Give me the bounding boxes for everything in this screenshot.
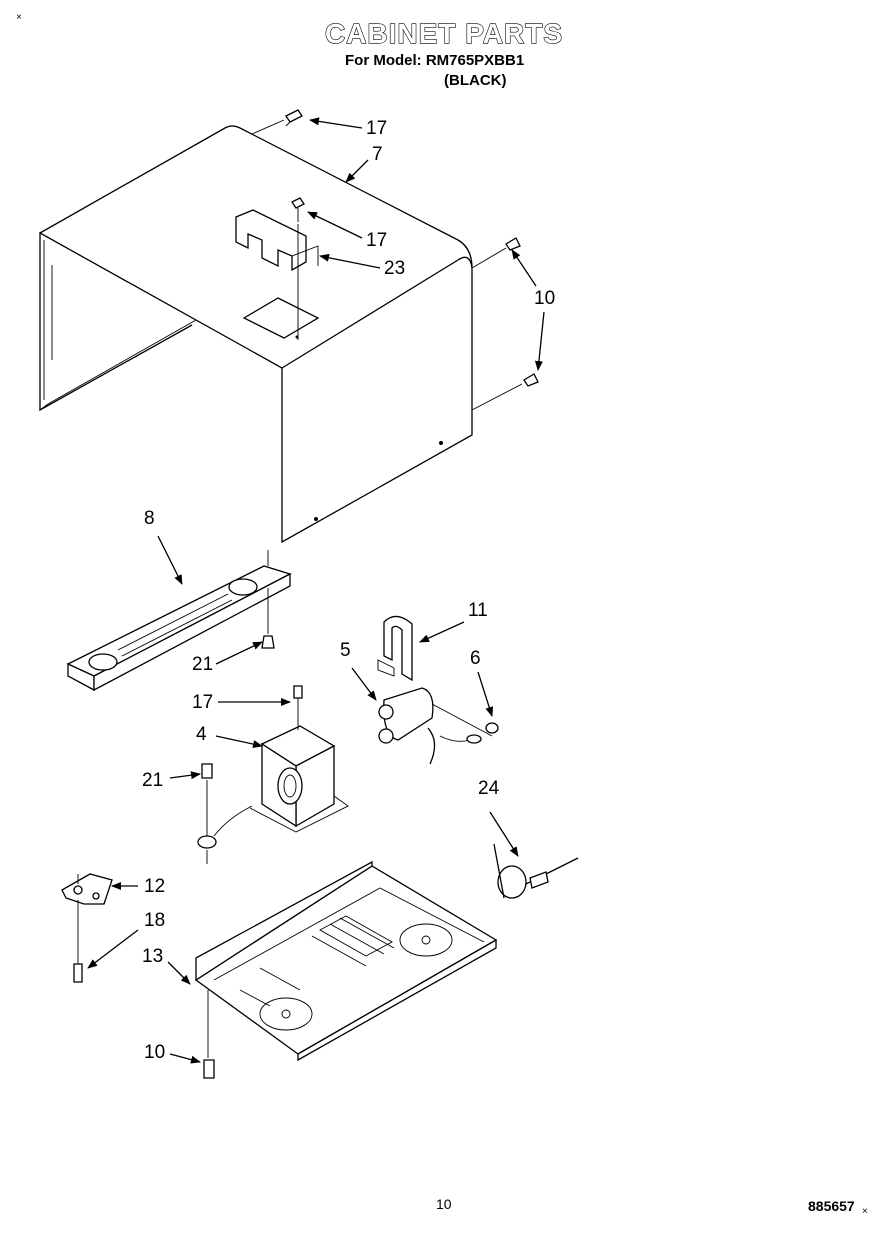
leader-arrow [351, 667, 377, 701]
leader-arrow [511, 249, 537, 287]
base-plate-part-13 [194, 860, 498, 1062]
leader-arrow [319, 253, 381, 269]
leader-arrow [215, 735, 263, 748]
leader-arrow [309, 117, 363, 129]
callout-label: 8 [144, 508, 155, 529]
callout-label: 18 [144, 910, 166, 931]
page-number: 10 [436, 1196, 452, 1212]
screw-icon [203, 1059, 215, 1079]
leader-arrow [215, 641, 263, 665]
leader-arrow [345, 159, 369, 183]
leader-arrow [169, 1053, 201, 1064]
leader-arrow [157, 535, 183, 585]
callout-label: 6 [470, 648, 481, 669]
screw-icon [73, 963, 83, 983]
callout-label: 5 [340, 640, 351, 661]
bracket-part-11 [377, 615, 413, 682]
leader-arrow [534, 311, 545, 371]
registration-mark: × [862, 1206, 868, 1217]
callout-label: 10 [534, 288, 556, 309]
callout-label: 24 [478, 778, 500, 799]
callout-label: 13 [142, 946, 164, 967]
registration-mark: × [16, 12, 22, 23]
page-title: CABINET PARTS [324, 17, 564, 49]
screw-icon [261, 635, 275, 649]
screw-icon [505, 237, 521, 251]
rail-part-8 [66, 550, 292, 692]
callout-label: 4 [196, 724, 207, 745]
callout-label: 12 [144, 876, 166, 897]
screw-icon [291, 197, 305, 222]
bracket-part-23 [235, 209, 319, 272]
document-number: 885657 [808, 1198, 855, 1214]
callout-label: 17 [192, 692, 214, 713]
screw-icon [523, 373, 539, 387]
model-line: For Model: RM765PXBB1 [345, 52, 525, 69]
plate-part-12 [61, 873, 113, 964]
callout-label: 23 [384, 258, 406, 279]
screw-icon [293, 685, 303, 699]
leader-arrow [477, 671, 494, 717]
callout-label: 10 [144, 1042, 166, 1063]
capacitor-part-5 [378, 687, 499, 765]
transformer-part-4 [197, 688, 349, 864]
callout-label: 21 [192, 654, 214, 675]
leader-arrow [87, 929, 139, 969]
callout-label: 7 [372, 144, 383, 165]
leader-arrow [307, 211, 363, 239]
leader-arrow [169, 771, 201, 780]
leader-arrow [489, 811, 519, 857]
callout-label: 11 [468, 600, 488, 621]
leader-arrow [419, 621, 465, 643]
leader-arrow [167, 961, 191, 985]
callout-label: 17 [366, 230, 388, 251]
callout-label: 21 [142, 770, 164, 791]
screw-icon [285, 109, 303, 127]
cabinet-wrapper [38, 125, 473, 544]
callout-label: 17 [366, 118, 388, 139]
sensor-part-24 [493, 843, 579, 899]
screw-icon [201, 763, 213, 779]
color-line: (BLACK) [444, 72, 507, 89]
